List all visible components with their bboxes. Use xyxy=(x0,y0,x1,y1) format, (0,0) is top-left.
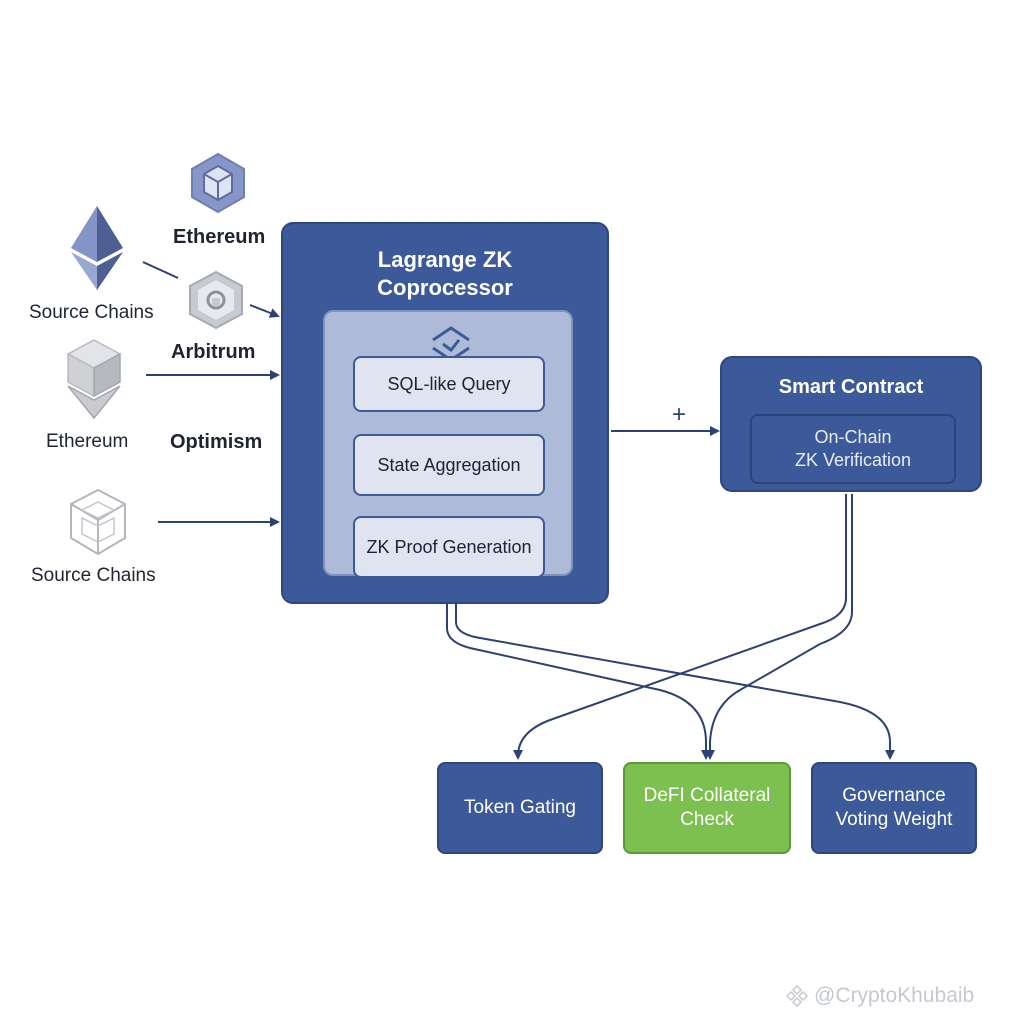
onchain-verification-box: On-Chain ZK Verification xyxy=(750,414,956,484)
coprocessor-title-line1: Lagrange ZK xyxy=(377,247,513,272)
defi-collateral-box: DeFI Collateral Check xyxy=(623,762,791,854)
coprocessor-to-defi-line xyxy=(446,604,711,760)
verification-line2: ZK Verification xyxy=(794,450,912,470)
source-chains-caption-bottom: Source Chains xyxy=(31,565,156,586)
wireframe-cube-icon xyxy=(70,488,126,556)
source-chains-caption-top: Source Chains xyxy=(29,302,154,323)
hex-cube-icon xyxy=(66,339,122,420)
cube-icon xyxy=(191,152,245,214)
arbitrum-shield-icon xyxy=(189,270,243,330)
ethereum-caption: Ethereum xyxy=(46,431,129,452)
lagrange-coprocessor-box: Lagrange ZK Coprocessor SQL-like Query S… xyxy=(281,222,609,604)
smart-contract-box: Smart Contract On-Chain ZK Verification xyxy=(720,356,982,492)
step-state-aggregation: State Aggregation xyxy=(353,434,545,496)
pipeline-panel: SQL-like Query State Aggregation ZK Proo… xyxy=(323,310,573,578)
ethereum-top-label: Ethereum xyxy=(173,226,266,248)
contract-to-defi-line xyxy=(705,494,853,760)
defi-line1: DeFI Collateral xyxy=(643,785,771,806)
eth-to-arb-line xyxy=(142,261,179,279)
step-zk-proof-generation: ZK Proof Generation xyxy=(353,516,545,578)
smart-contract-title: Smart Contract xyxy=(778,376,924,398)
connector-plus: + xyxy=(672,401,687,428)
arbitrum-label: Arbitrum xyxy=(171,341,256,363)
coprocessor-title-line2: Coprocessor xyxy=(377,275,513,300)
watermark: @CryptoKhubaib xyxy=(786,984,974,1008)
coprocessor-title: Lagrange ZK Coprocessor xyxy=(283,246,607,302)
arbitrum-input-arrow xyxy=(249,304,280,318)
watermark-text: @CryptoKhubaib xyxy=(814,984,975,1007)
ethereum-diamond-icon xyxy=(71,206,123,290)
governance-line2: Voting Weight xyxy=(835,809,953,830)
governance-line1: Governance xyxy=(842,785,946,806)
defi-line2: Check xyxy=(680,809,734,830)
governance-box: Governance Voting Weight xyxy=(811,762,977,854)
verification-line1: On-Chain xyxy=(814,427,892,447)
token-gating-box: Token Gating xyxy=(437,762,603,854)
coprocessor-to-governance-line xyxy=(455,604,895,760)
step-sql-query: SQL-like Query xyxy=(353,356,545,412)
binance-logo-icon xyxy=(786,985,808,1007)
contract-to-token-gating-line xyxy=(513,494,847,760)
token-gating-label: Token Gating xyxy=(464,797,576,818)
optimism-label: Optimism xyxy=(170,431,263,453)
